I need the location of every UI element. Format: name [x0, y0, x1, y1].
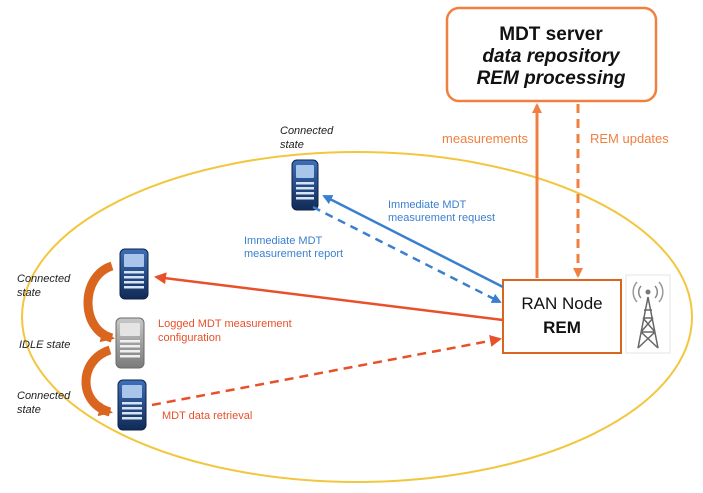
mdt-server-line2: data repository: [482, 46, 621, 67]
data-retrieval-arrow: [151, 334, 502, 407]
logged-config-line1: Logged MDT measurement: [158, 318, 292, 330]
left-connected-2-line1: Connected: [17, 390, 71, 402]
phone-top-icon: [291, 159, 319, 211]
mdt-report-arrow: [312, 205, 502, 304]
cell-coverage-ellipse: [21, 151, 693, 483]
antenna-tower-icon: [625, 274, 671, 354]
ran-node-rem: REM: [543, 318, 581, 337]
logged-config-arrow: [154, 272, 504, 322]
transition-arrow-idle: [83, 261, 115, 343]
transition-arrow-connected: [81, 345, 113, 417]
idle-state-label: IDLE state: [19, 339, 70, 351]
left-connected-2-line2: state: [17, 404, 41, 416]
logged-config-line2: configuration: [158, 332, 221, 344]
rem-updates-label: REM updates: [590, 131, 669, 146]
mdt-server-box: [445, 6, 658, 103]
left-connected-1-line2: state: [17, 287, 41, 299]
mdt-server-line3: REM processing: [477, 68, 626, 89]
report-label-line2: measurement report: [244, 248, 343, 260]
phone-idle-icon: [115, 317, 145, 369]
left-connected-1-line1: Connected: [17, 273, 71, 285]
data-retrieval-label: MDT data retrieval: [162, 410, 252, 422]
report-label-line1: Immediate MDT: [244, 235, 323, 247]
measurements-label: measurements: [442, 131, 528, 146]
request-label-line1: Immediate MDT: [388, 199, 467, 211]
ran-node-box: [502, 279, 622, 354]
request-label-line2: measurement request: [388, 212, 495, 224]
top-connected-line1: Connected: [280, 125, 334, 137]
mdt-server-title: MDT server: [499, 24, 603, 45]
ran-node-title: RAN Node: [521, 294, 602, 313]
phone-connected-2-icon: [117, 379, 147, 431]
top-connected-line2: state: [280, 139, 304, 151]
phone-connected-1-icon: [119, 248, 149, 300]
mdt-request-arrow: [322, 194, 504, 289]
